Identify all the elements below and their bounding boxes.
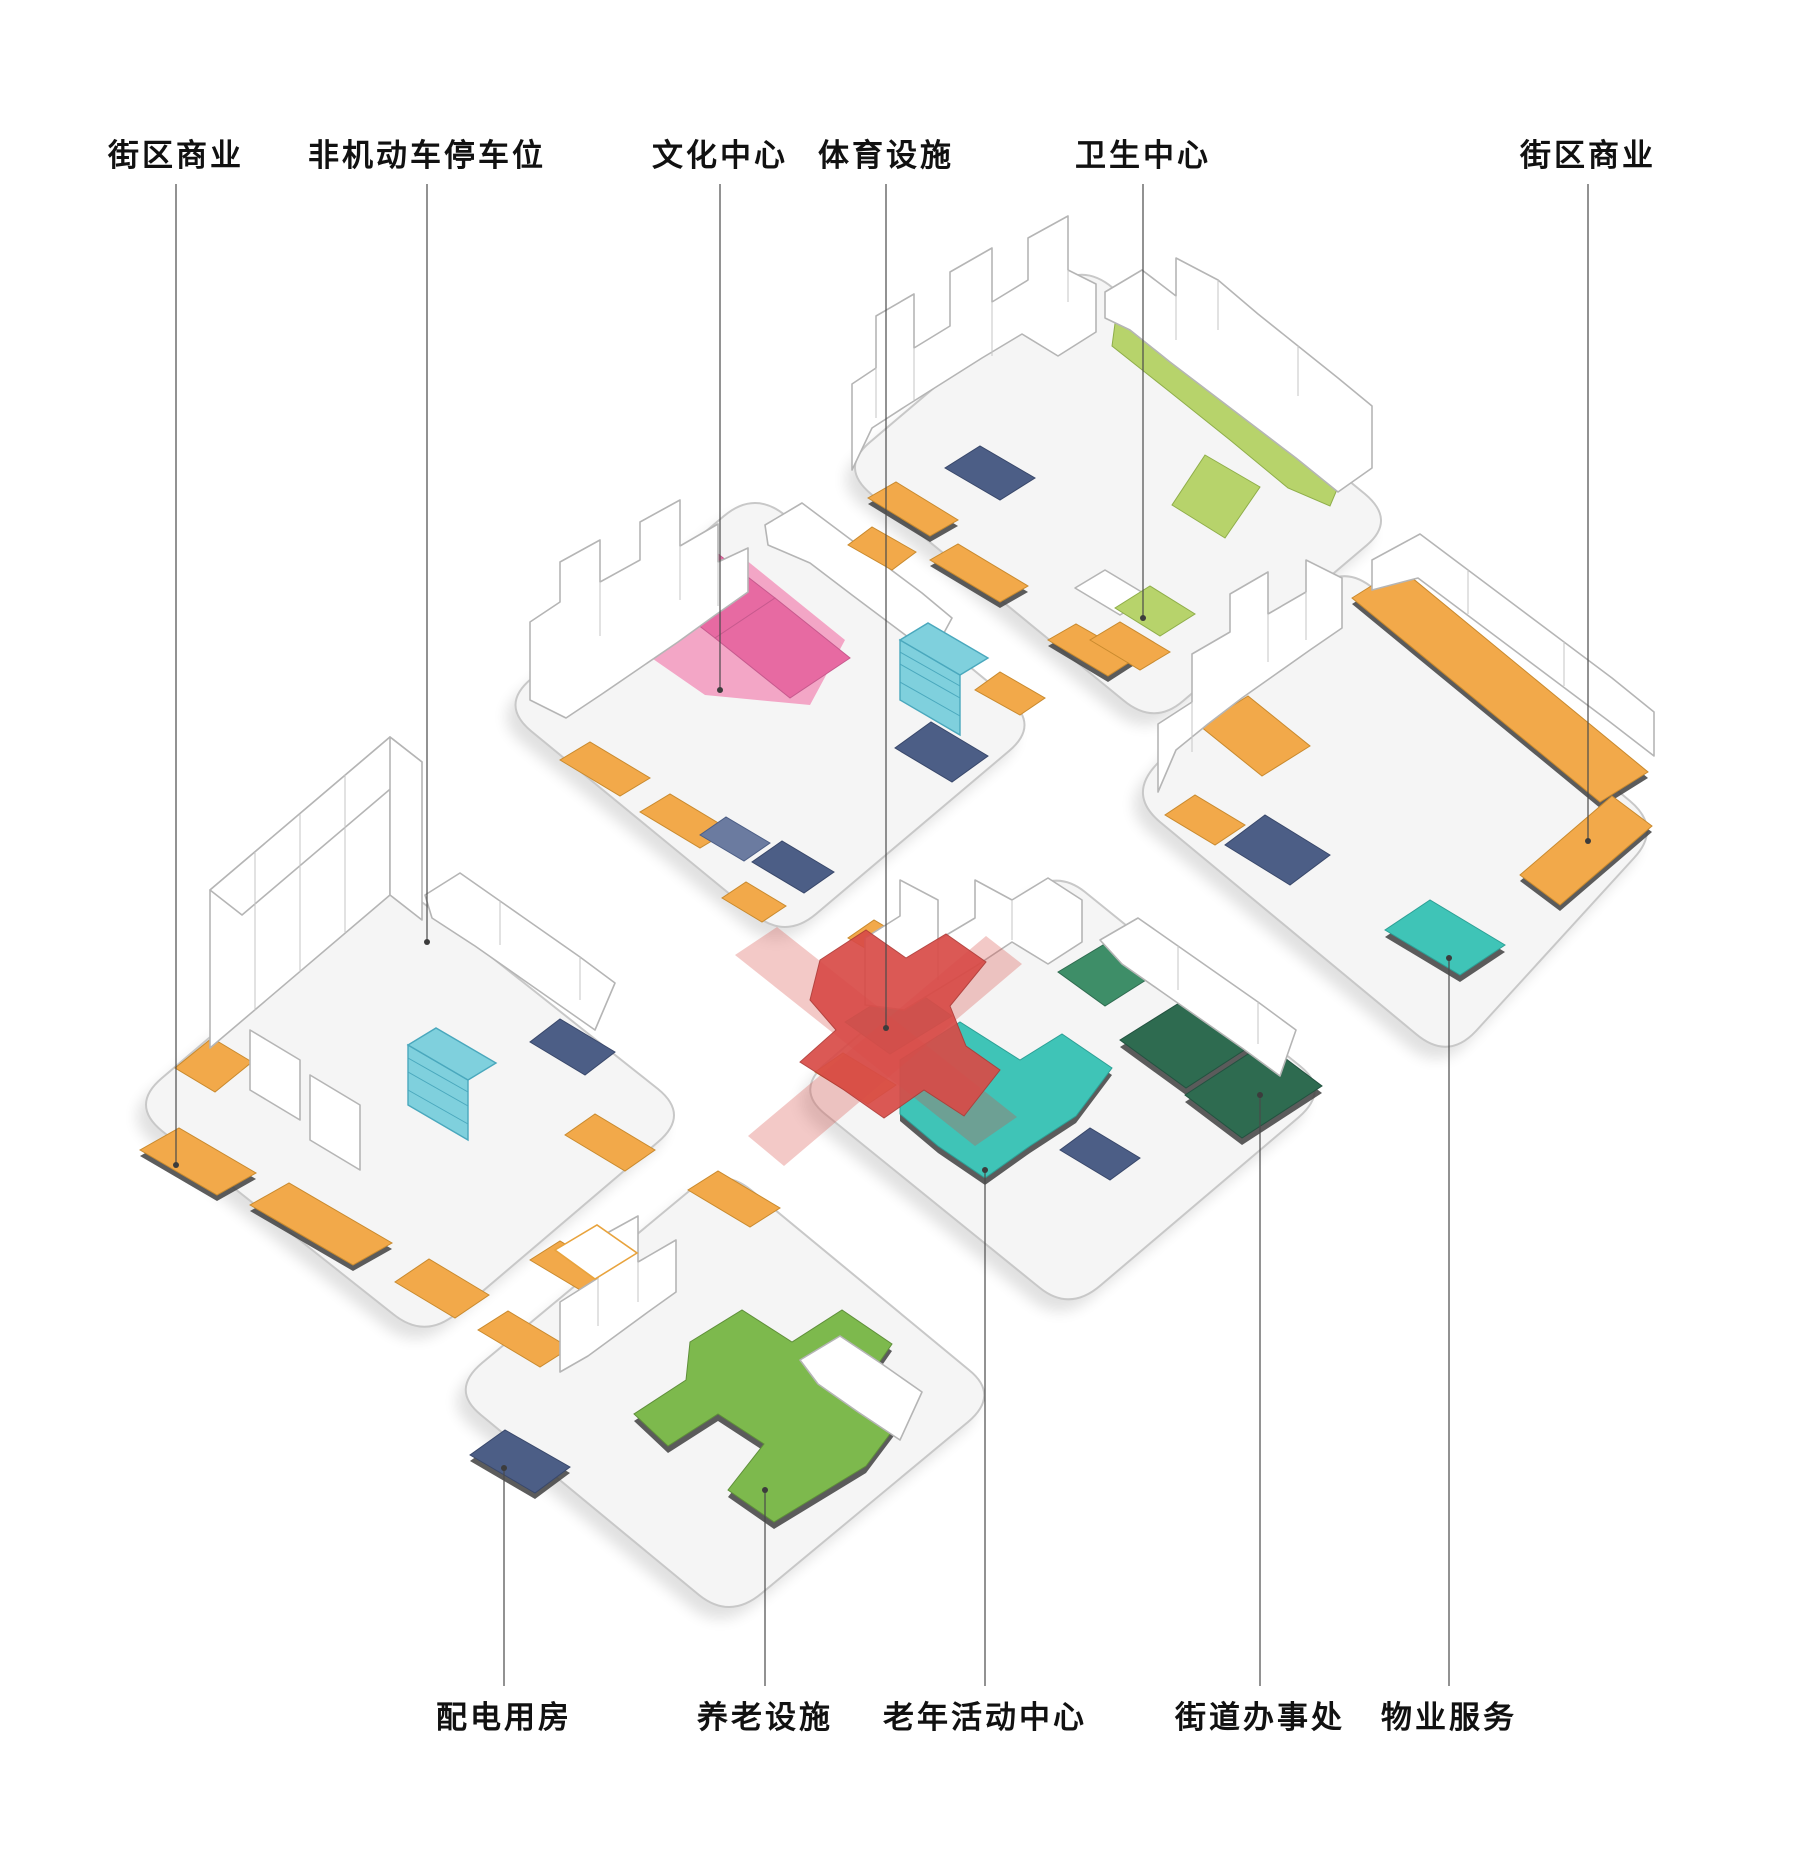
residential-wireframe bbox=[851, 215, 1097, 471]
wireframe-detail bbox=[1175, 280, 1299, 396]
wireframe-detail bbox=[599, 546, 719, 636]
residential-side bbox=[389, 736, 423, 921]
residential-wireframe bbox=[799, 1335, 923, 1441]
commerce-slab bbox=[564, 1113, 656, 1172]
cyan-building-roof bbox=[898, 622, 990, 676]
power-distribution-slab bbox=[469, 1429, 571, 1494]
commerce-slab bbox=[974, 671, 1046, 716]
central-plaza bbox=[735, 927, 1022, 1166]
residential-wireframe bbox=[1104, 257, 1373, 493]
label-power-distribution-room: 配电用房 bbox=[436, 1700, 572, 1735]
property-service-slab bbox=[1384, 899, 1506, 976]
leader-dot bbox=[762, 1487, 768, 1493]
label-subdistrict-office: 街道办事处 bbox=[1175, 1700, 1345, 1735]
label-senior-activity-center: 老年活动中心 bbox=[883, 1700, 1087, 1735]
residential-wireframe bbox=[559, 1215, 677, 1373]
right-block bbox=[1157, 533, 1655, 982]
commerce-slab bbox=[1089, 621, 1171, 671]
leader-dot bbox=[424, 939, 430, 945]
label-health-center: 卫生中心 bbox=[1075, 138, 1211, 173]
upper-middle-block bbox=[529, 499, 1046, 923]
subdistrict-office-slab bbox=[1184, 1042, 1323, 1139]
utility-slab bbox=[944, 445, 1036, 501]
commerce-slab bbox=[394, 1258, 490, 1319]
commerce-slab bbox=[847, 526, 917, 571]
residential-wireframe bbox=[529, 499, 749, 719]
label-block-commerce-right: 街区商业 bbox=[1520, 138, 1656, 173]
cyan-building-floors bbox=[899, 651, 961, 717]
label-sports-facilities: 体育设施 bbox=[818, 138, 954, 173]
commerce-ribbon bbox=[1519, 795, 1653, 906]
left-block bbox=[138, 736, 656, 1319]
cultural-ribbon bbox=[714, 597, 851, 699]
bottom-block bbox=[469, 1170, 923, 1529]
wireframe-detail bbox=[597, 1262, 639, 1326]
label-elderly-care-facilities: 养老设施 bbox=[697, 1700, 833, 1735]
leader-lines bbox=[173, 184, 1591, 1686]
top-block bbox=[851, 215, 1373, 682]
utility-slab bbox=[699, 816, 771, 862]
utility-slab bbox=[894, 721, 989, 783]
utility-slab bbox=[1059, 1127, 1141, 1181]
commerce-slab bbox=[929, 543, 1029, 603]
wireframe-detail bbox=[875, 270, 1069, 418]
cyan-building-floors bbox=[407, 1057, 469, 1125]
utility-slab bbox=[751, 840, 835, 894]
leader-dot bbox=[1140, 615, 1146, 621]
leader-dot bbox=[501, 1465, 507, 1471]
commerce-slab bbox=[687, 1170, 781, 1228]
utility-slab bbox=[529, 1018, 616, 1076]
residential-wireframe bbox=[1099, 917, 1297, 1077]
health-center-slab bbox=[1114, 585, 1196, 637]
wireframe-detail bbox=[1177, 946, 1259, 1044]
wireframe-detail bbox=[1191, 592, 1307, 752]
parking-structure-wireframe bbox=[553, 1224, 639, 1280]
leader-dot bbox=[982, 1167, 988, 1173]
health-green-wing bbox=[1171, 454, 1261, 539]
commerce-slab bbox=[559, 741, 651, 797]
commerce-slab bbox=[248, 1182, 394, 1266]
wireframe-detail bbox=[499, 901, 581, 1000]
sports-facility-plaza bbox=[799, 929, 1001, 1119]
commerce-slab bbox=[138, 1127, 258, 1196]
leader-dot bbox=[1257, 1092, 1263, 1098]
wireframe-detail bbox=[254, 775, 346, 1010]
leader-dot bbox=[1585, 838, 1591, 844]
commerce-slab bbox=[1164, 794, 1246, 846]
label-property-services: 物业服务 bbox=[1381, 1700, 1517, 1735]
cyan-building-roof bbox=[406, 1027, 498, 1081]
wireframe-detail bbox=[1467, 570, 1565, 686]
label-cultural-center: 文化中心 bbox=[652, 138, 788, 173]
leader-dot bbox=[717, 687, 723, 693]
commerce-slab bbox=[867, 481, 959, 537]
label-block-commerce-left: 街区商业 bbox=[108, 138, 244, 173]
utility-slab bbox=[1224, 814, 1331, 886]
residential-wireframe bbox=[1371, 533, 1655, 757]
commerce-slab bbox=[721, 881, 787, 923]
residential-wireframe bbox=[1157, 559, 1343, 793]
leader-dot bbox=[173, 1162, 179, 1168]
leader-dot bbox=[1446, 955, 1452, 961]
label-non-motorized-parking: 非机动车停车位 bbox=[308, 138, 546, 173]
residential-wireframe bbox=[424, 872, 616, 1031]
residential-wireframe bbox=[309, 1074, 361, 1171]
residential-wireframe bbox=[249, 1029, 301, 1121]
leader-dot bbox=[883, 1025, 889, 1031]
